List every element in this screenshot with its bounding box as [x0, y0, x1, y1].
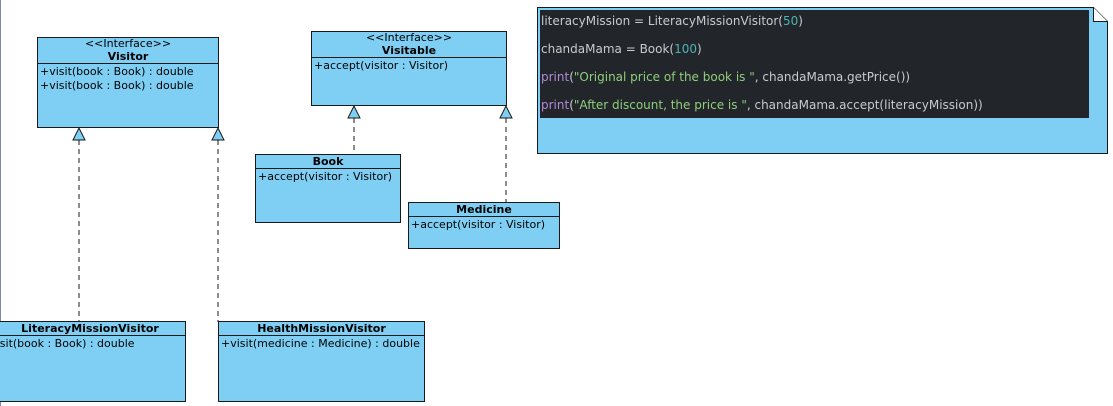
medicine-op-1: +accept(visitor : Visitor) [411, 218, 546, 231]
book-class[interactable]: Book +accept(visitor : Visitor) [255, 154, 401, 223]
medicine-name: Medicine [456, 203, 512, 216]
health-op-1: +visit(medicine : Medicine) : double [221, 337, 420, 350]
code-line-1-text: literacyMission = LiteracyMissionVisitor… [541, 14, 783, 28]
book-op-1: +accept(visitor : Visitor) [258, 170, 393, 183]
code-snippet: literacyMission = LiteracyMissionVisitor… [540, 10, 1089, 118]
code-line-1-close: ) [798, 14, 803, 28]
visitable-arrowhead-left [347, 104, 361, 119]
visitor-arrowhead-left [72, 126, 86, 141]
code-line-2-text: chandaMama = Book( [541, 42, 675, 56]
literacy-operations: +visit(book : Book) : double [0, 336, 185, 352]
medicine-class[interactable]: Medicine +accept(visitor : Visitor) [408, 202, 560, 249]
medicine-header: Medicine [409, 203, 559, 217]
visitable-name: Visitable [381, 44, 437, 57]
code-line-4: print("After discount, the price is ", c… [541, 98, 983, 112]
code-line-3-open: ( [569, 70, 574, 84]
code-line-3: print("Original price of the book is ", … [541, 70, 910, 84]
visitor-op-2: +visit(book : Book) : double [40, 79, 194, 92]
health-name: HealthMissionVisitor [257, 322, 386, 335]
visitor-interface[interactable]: <<Interface>> Visitor +visit(book : Book… [37, 37, 219, 128]
code-line-1: literacyMission = LiteracyMissionVisitor… [541, 14, 803, 28]
code-line-1-number: 50 [783, 14, 799, 28]
visitable-arrowhead-right [499, 104, 513, 119]
health-operations: +visit(medicine : Medicine) : double [219, 336, 424, 352]
code-line-2: chandaMama = Book(100) [541, 42, 702, 56]
code-line-4-rest: , chandaMama.accept(literacyMission)) [746, 98, 983, 112]
visitor-header: <<Interface>> Visitor [38, 38, 218, 64]
code-line-2-number: 100 [674, 42, 698, 56]
literacy-mission-visitor-class[interactable]: LiteracyMissionVisitor +visit(book : Boo… [0, 321, 186, 402]
code-line-4-keyword: print [541, 98, 570, 112]
health-mission-visitor-class[interactable]: HealthMissionVisitor +visit(medicine : M… [218, 321, 425, 402]
visitable-interface[interactable]: <<Interface>> Visitable +accept(visitor … [311, 31, 507, 106]
book-name: Book [312, 155, 344, 168]
medicine-operations: +accept(visitor : Visitor) [409, 217, 559, 233]
code-line-2-close: ) [697, 42, 702, 56]
visitor-arrowhead-right [211, 126, 225, 141]
visitor-operations: +visit(book : Book) : double +visit(book… [38, 64, 218, 94]
visitor-name: Visitor [107, 50, 149, 63]
visitor-stereotype: <<Interface>> [84, 37, 172, 50]
code-line-3-rest: , chandaMama.getPrice()) [754, 70, 911, 84]
visitable-header: <<Interface>> Visitable [312, 32, 506, 58]
code-line-3-keyword: print [541, 70, 570, 84]
literacy-header: LiteracyMissionVisitor [0, 322, 185, 336]
canvas-left-edge [0, 0, 1, 406]
visitable-operations: +accept(visitor : Visitor) [312, 58, 506, 74]
visitor-op-1: +visit(book : Book) : double [40, 65, 194, 78]
code-line-3-string: "Original price of the book is " [573, 70, 755, 84]
book-header: Book [256, 155, 400, 169]
health-header: HealthMissionVisitor [219, 322, 424, 336]
book-operations: +accept(visitor : Visitor) [256, 169, 400, 185]
note-fold [1093, 7, 1108, 22]
code-line-4-open: ( [569, 98, 574, 112]
visitable-op-1: +accept(visitor : Visitor) [314, 59, 449, 72]
code-line-4-string: "After discount, the price is " [573, 98, 747, 112]
literacy-name: LiteracyMissionVisitor [21, 322, 159, 335]
literacy-op-1: +visit(book : Book) : double [0, 337, 135, 350]
visitable-stereotype: <<Interface>> [365, 31, 453, 44]
